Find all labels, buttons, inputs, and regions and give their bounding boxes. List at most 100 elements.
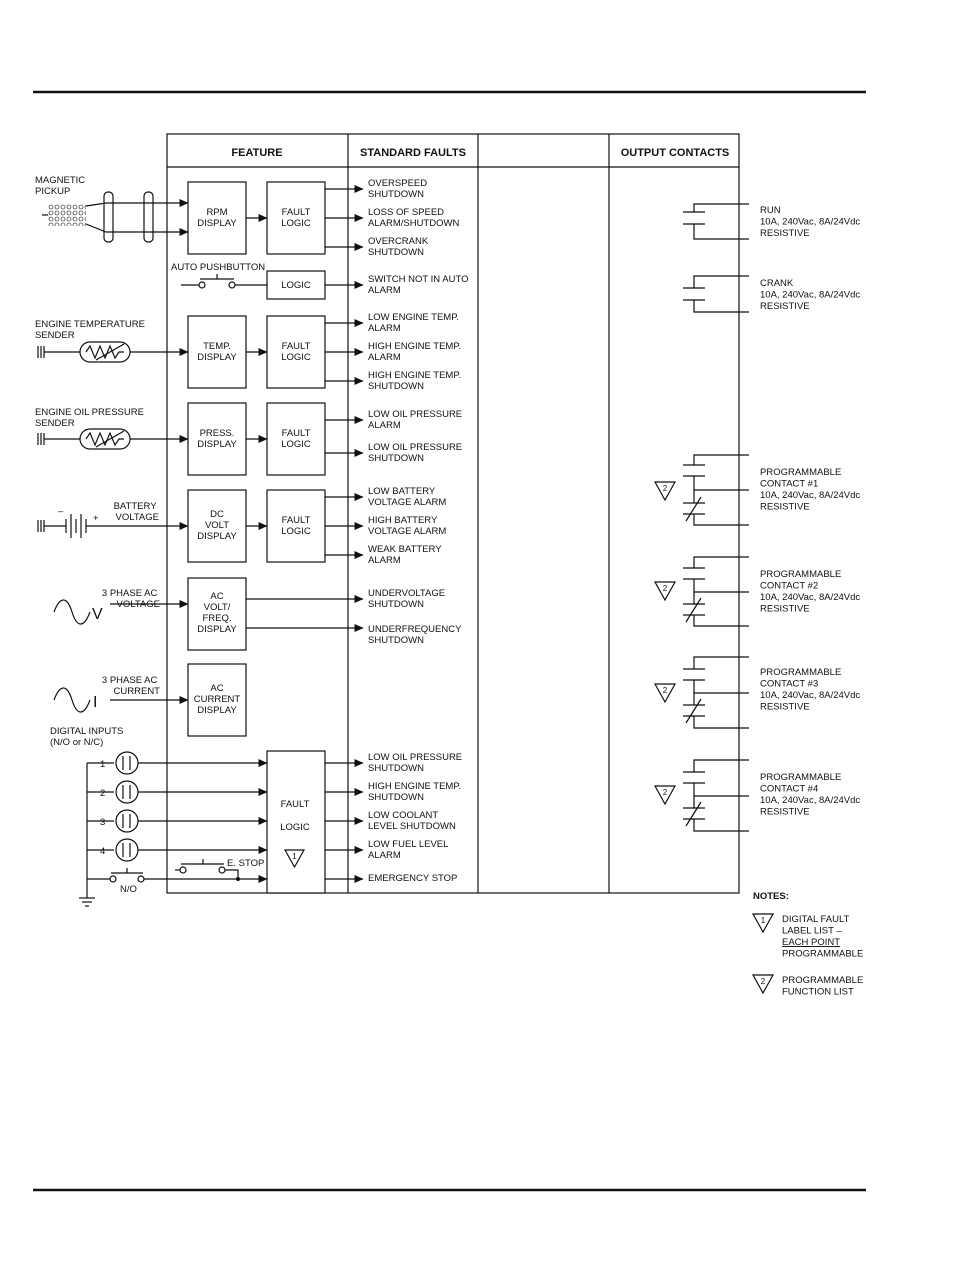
ac-voltage-symbol: V: [92, 606, 103, 623]
no-label: N/O: [120, 884, 137, 895]
battery-label: BATTERY VOLTAGE: [114, 501, 159, 523]
output-contacts-header: OUTPUT CONTACTS: [621, 147, 730, 159]
temp-display-block: TEMP.DISPLAY: [187, 315, 247, 389]
notes-title: NOTES:: [753, 891, 789, 902]
digital-input-2: [87, 780, 268, 804]
svg-text:PRESS.DISPLAY: PRESS.DISPLAY: [197, 428, 237, 450]
svg-text:2: 2: [663, 484, 668, 493]
svg-text:1: 1: [761, 916, 766, 925]
magnetic-pickup-label: MAGNETIC PICKUP: [35, 175, 88, 197]
svg-text:LOGIC: LOGIC: [280, 822, 310, 833]
ac-current-sine-icon: [53, 687, 91, 713]
fault-digital-high-engine-temp: HIGH ENGINE TEMP.SHUTDOWN: [368, 781, 461, 803]
digital-input-1-number: 1: [100, 759, 105, 770]
fault-emergency-stop: EMERGENCY STOP: [368, 873, 457, 884]
oil-sender-icon: [37, 428, 189, 450]
digital-input-3: [87, 809, 268, 833]
fault-high-engine-temp-shutdown: HIGH ENGINE TEMP.SHUTDOWN: [368, 370, 461, 392]
programmable-contact-4: 2: [653, 759, 749, 832]
battery-icon: [37, 514, 189, 538]
ac-current-symbol: I: [93, 694, 97, 711]
engine-oil-label: ENGINE OIL PRESSURE SENDER: [35, 407, 147, 429]
fault-low-engine-temp: LOW ENGINE TEMP.ALARM: [368, 312, 459, 334]
auto-pushbutton-label: AUTO PUSHBUTTON: [171, 262, 265, 273]
programmable-contact-3: 2: [653, 656, 749, 729]
digital-input-2-number: 2: [100, 788, 105, 799]
svg-text:2: 2: [663, 584, 668, 593]
digital-ground-bus: [79, 763, 95, 907]
programmable-contact-2: 2: [653, 556, 749, 627]
programmable-contact-1: 2: [653, 454, 749, 526]
auto-logic-block: LOGIC: [266, 270, 326, 300]
ac-current-label: 3 PHASE AC CURRENT: [102, 675, 160, 697]
svg-text:LOGIC: LOGIC: [281, 280, 311, 291]
digital-input-3-number: 3: [100, 817, 105, 828]
press-display-block: PRESS.DISPLAY: [187, 402, 247, 476]
auto-pushbutton-icon: [181, 274, 267, 289]
magnetic-pickup-icon: [42, 191, 189, 243]
temp-sender-icon: [37, 341, 189, 363]
engine-temp-label: ENGINE TEMPERATURE SENDER: [35, 319, 148, 341]
digital-input-1: [87, 751, 268, 775]
estop-label: E. STOP: [227, 858, 264, 869]
digital-input-4-number: 4: [100, 846, 105, 857]
svg-text:2: 2: [761, 977, 766, 986]
battery-plus: +: [93, 513, 99, 524]
estop-switch-icon: [175, 859, 240, 881]
ac-voltage-sine-icon: [53, 599, 91, 625]
crank-contact: [683, 275, 749, 313]
standard-faults-header: STANDARD FAULTS: [360, 147, 466, 159]
digital-input-4: [87, 838, 268, 862]
svg-text:2: 2: [663, 788, 668, 797]
note-2-triangle-icon: 2: [751, 974, 775, 995]
svg-text:2: 2: [663, 686, 668, 695]
svg-text:1: 1: [292, 852, 297, 861]
table-frame: [166, 133, 740, 894]
feature-header: FEATURE: [231, 147, 282, 159]
fault-high-engine-temp-alarm: HIGH ENGINE TEMP.ALARM: [368, 341, 461, 363]
battery-minus: –: [58, 506, 64, 517]
digital-inputs-label: DIGITAL INPUTS (N/O or N/C): [50, 726, 126, 748]
run-contact: [683, 203, 749, 240]
ac-voltage-label: 3 PHASE AC VOLTAGE: [102, 588, 160, 610]
no-switch-icon: [87, 868, 268, 883]
svg-text:TEMP.DISPLAY: TEMP.DISPLAY: [197, 341, 237, 363]
